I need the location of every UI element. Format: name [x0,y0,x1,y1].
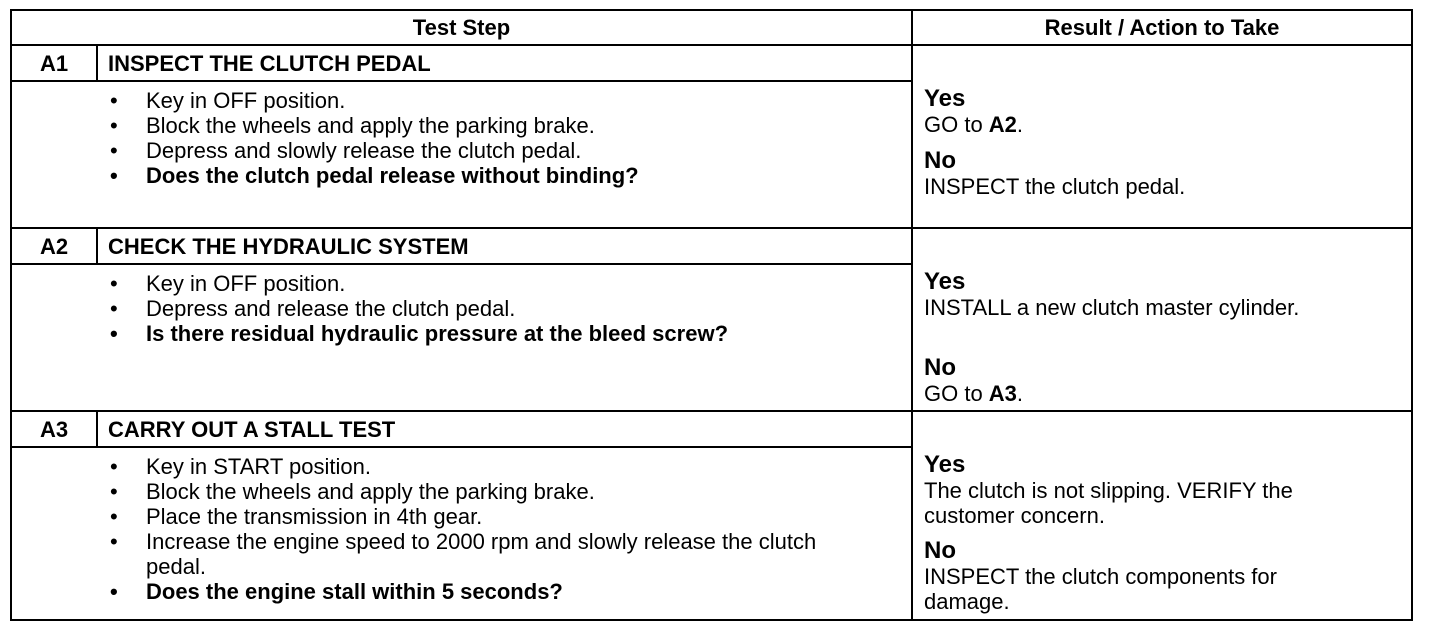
result-block: Yes The clutch is not slipping. VERIFY t… [924,451,1404,615]
list-item: Is there residual hydraulic pressure at … [110,321,900,346]
step-instructions: Key in OFF position. Block the wheels an… [110,88,900,188]
result-block: Yes GO to A2. No INSPECT the clutch peda… [924,85,1404,200]
no-action-line: damage. [924,589,1010,614]
row-divider [12,263,911,265]
no-action: GO to A3. [924,381,1024,406]
step-divider [12,227,1411,229]
list-item: Block the wheels and apply the parking b… [110,479,880,504]
yes-action: GO to A2. [924,112,1024,137]
yes-action-line: The clutch is not slipping. VERIFY the [924,478,1293,503]
no-label: No [924,147,956,174]
list-item: Increase the engine speed to 2000 rpm an… [110,529,880,579]
list-item: Does the clutch pedal release without bi… [110,163,900,188]
no-action-line: INSPECT the clutch components for [924,564,1277,589]
column-divider [911,11,913,619]
id-divider [96,46,98,80]
step-title: INSPECT THE CLUTCH PEDAL [108,51,431,76]
step-divider [12,410,1411,412]
list-item: Key in START position. [110,454,880,479]
id-divider [96,412,98,446]
diagnostic-table: Test Step Result / Action to Take A1 INS… [10,9,1413,621]
step-instructions: Key in START position. Block the wheels … [110,454,880,604]
header-result: Result / Action to Take [1044,15,1280,40]
step-id: A3 [39,417,69,442]
no-label: No [924,537,956,564]
step-instructions: Key in OFF position. Depress and release… [110,271,900,346]
row-divider [12,446,911,448]
yes-label: Yes [924,451,966,478]
step-id: A1 [39,51,69,76]
header-divider [12,44,1411,46]
step-id: A2 [39,234,69,259]
list-item: Key in OFF position. [110,88,900,113]
list-item: Depress and release the clutch pedal. [110,296,900,321]
result-block: Yes INSTALL a new clutch master cylinder… [924,268,1404,407]
yes-action: INSTALL a new clutch master cylinder. [924,295,1300,320]
list-item: Block the wheels and apply the parking b… [110,113,900,138]
step-title: CARRY OUT A STALL TEST [108,417,396,442]
no-label: No [924,354,956,381]
id-divider [96,229,98,263]
list-item: Place the transmission in 4th gear. [110,504,880,529]
yes-action-line: customer concern. [924,503,1105,528]
no-action: INSPECT the clutch pedal. [924,174,1186,199]
list-item: Key in OFF position. [110,271,900,296]
yes-label: Yes [924,85,966,112]
list-item: Depress and slowly release the clutch pe… [110,138,900,163]
yes-label: Yes [924,268,966,295]
row-divider [12,80,911,82]
list-item: Does the engine stall within 5 seconds? [110,579,880,604]
header-test-step: Test Step [412,15,511,40]
step-title: CHECK THE HYDRAULIC SYSTEM [108,234,469,259]
